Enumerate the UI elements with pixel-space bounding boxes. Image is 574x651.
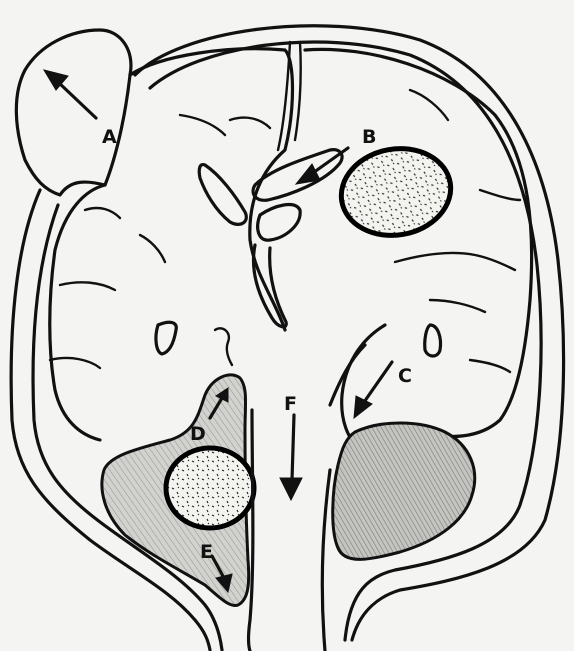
label-d: D <box>190 423 206 445</box>
label-b: B <box>362 126 376 148</box>
mass-lesion-lower <box>166 448 254 528</box>
label-f: F <box>284 393 297 415</box>
label-e: E <box>200 541 213 563</box>
label-a: A <box>102 126 117 148</box>
label-c: C <box>398 365 412 387</box>
